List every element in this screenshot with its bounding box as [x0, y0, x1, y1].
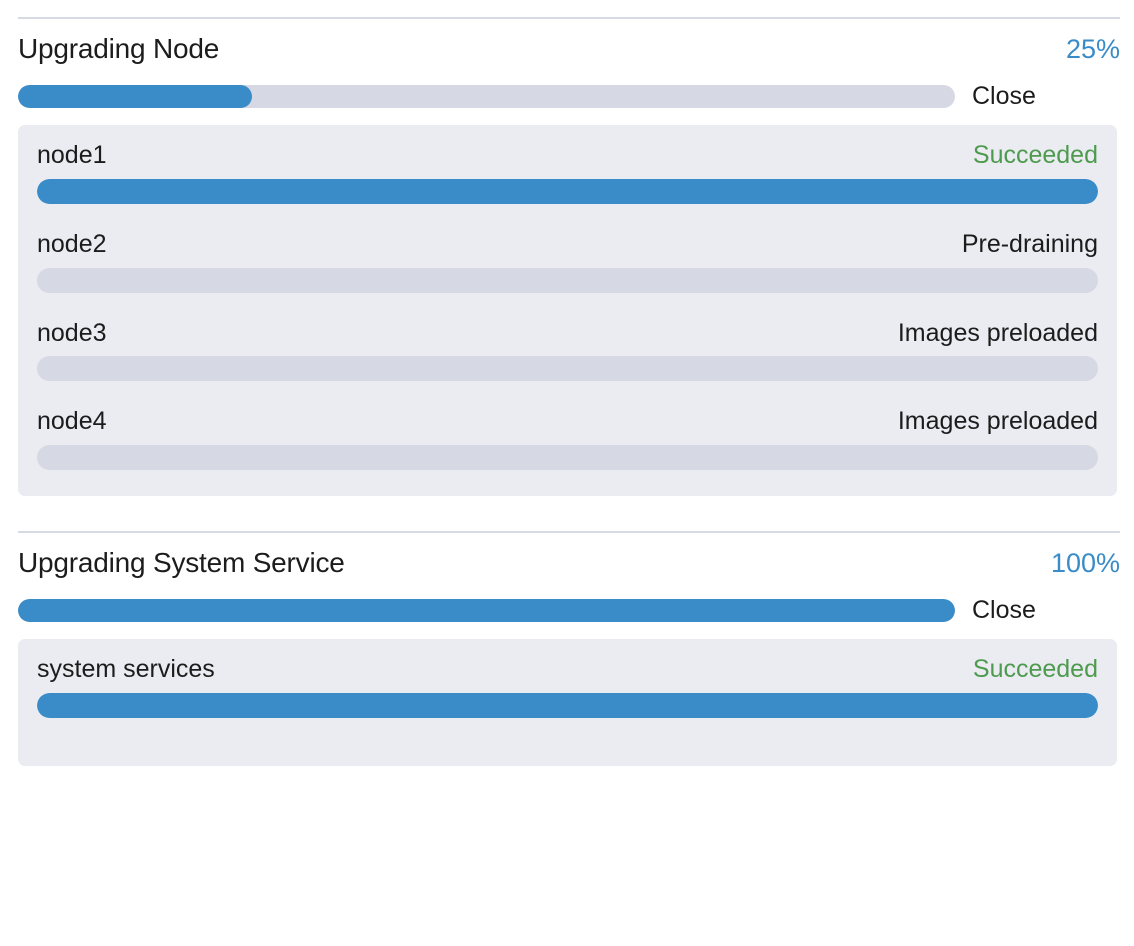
list-item-header: node4 Images preloaded — [37, 407, 1098, 436]
node-name: node4 — [37, 407, 107, 436]
node-progress-track — [37, 178, 1098, 204]
list-item: node2 Pre-draining — [37, 230, 1098, 293]
system-service-list-panel: system services Succeeded — [18, 639, 1117, 766]
list-item: system services Succeeded — [37, 655, 1098, 718]
status-badge: Succeeded — [972, 655, 1098, 683]
section-upgrading-system-service: Upgrading System Service 100% Close syst… — [0, 533, 1134, 766]
percent-label-system-service: 100% — [1050, 548, 1120, 578]
node-progress-track — [37, 267, 1098, 293]
percent-label-node: 25% — [1065, 34, 1120, 64]
status-badge: Succeeded — [972, 141, 1098, 169]
section-divider-top — [18, 17, 1120, 19]
status-badge: Images preloaded — [897, 318, 1098, 347]
node-name: node3 — [37, 318, 107, 347]
close-button-node[interactable]: Close — [972, 81, 1036, 110]
service-progress-fill — [37, 692, 1098, 718]
node-list-panel: node1 Succeeded node2 Pre-draining n — [18, 125, 1117, 496]
overall-progress-row-system-service: Close — [0, 593, 1134, 627]
list-item: node4 Images preloaded — [37, 407, 1098, 470]
overall-progress-fill-node — [18, 84, 253, 108]
node-progress-track — [37, 445, 1098, 470]
section-spacer — [0, 496, 1134, 531]
overall-progress-track-node — [18, 84, 955, 108]
list-item: node3 Images preloaded — [37, 319, 1098, 382]
node-progress-fill — [37, 178, 1098, 204]
node-name: node1 — [37, 141, 107, 169]
section-header-system-service: Upgrading System Service 100% — [0, 533, 1134, 593]
close-button-system-service[interactable]: Close — [972, 595, 1036, 624]
overall-progress-track-system-service — [18, 598, 955, 622]
list-item-header: node3 Images preloaded — [37, 319, 1098, 348]
section-upgrading-node: Upgrading Node 25% Close node1 Succeeded — [0, 19, 1134, 496]
service-name: system services — [37, 655, 215, 683]
service-progress-track — [37, 692, 1098, 718]
top-spacer — [0, 0, 1134, 17]
overall-progress-fill-system-service — [18, 598, 955, 622]
overall-progress-row-node: Close — [0, 79, 1134, 113]
page-title-system-service: Upgrading System Service — [18, 547, 345, 578]
section-header-node: Upgrading Node 25% — [0, 19, 1134, 79]
section-divider-bottom — [18, 531, 1120, 533]
node-name: node2 — [37, 229, 107, 258]
list-item: node1 Succeeded — [37, 141, 1098, 204]
list-item-header: system services Succeeded — [37, 655, 1098, 684]
list-item-header: node2 Pre-draining — [37, 230, 1098, 259]
list-item-header: node1 Succeeded — [37, 141, 1098, 170]
page-title-node: Upgrading Node — [18, 33, 220, 64]
status-badge: Images preloaded — [897, 407, 1098, 436]
node-progress-track — [37, 356, 1098, 382]
status-badge: Pre-draining — [961, 229, 1098, 258]
